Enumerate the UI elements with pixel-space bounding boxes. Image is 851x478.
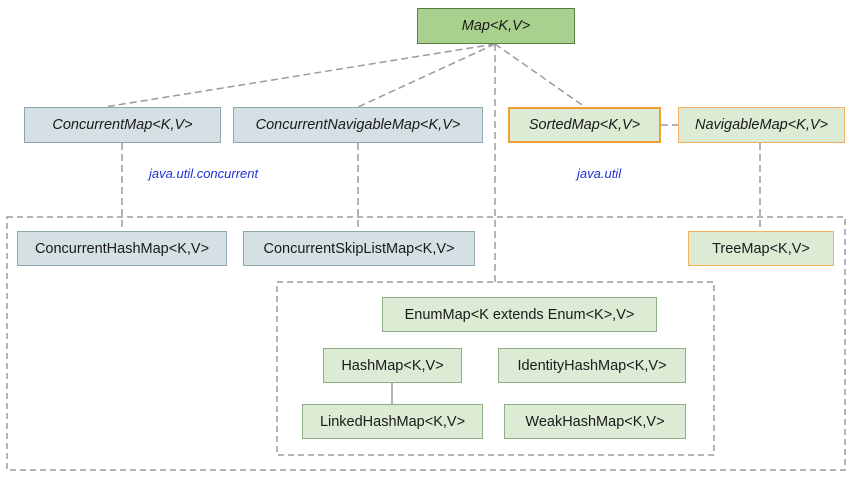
concurrentmap-label: ConcurrentMap<K,V>: [52, 117, 193, 133]
hashmap-class-box: HashMap<K,V>: [323, 348, 462, 383]
navigablemap-interface-box: NavigableMap<K,V>: [678, 107, 845, 143]
package-label-util: java.util: [577, 166, 622, 181]
sortedmap-label: SortedMap<K,V>: [528, 117, 641, 133]
concurrenthashmap-class-box: ConcurrentHashMap<K,V>: [17, 231, 227, 266]
enummap-label: EnumMap<K extends Enum<K>,V>: [404, 306, 635, 323]
identityhashmap-label: IdentityHashMap<K,V>: [517, 357, 667, 374]
edge-map-concurrentmap: [104, 43, 496, 108]
concurrentskiplistmap-label: ConcurrentSkipListMap<K,V>: [263, 240, 455, 257]
edge-map-sortedmap: [494, 43, 586, 108]
concurrentnavigablemap-label: ConcurrentNavigableMap<K,V>: [255, 117, 461, 133]
linkedhashmap-label: LinkedHashMap<K,V>: [319, 413, 466, 430]
concurrentskiplistmap-class-box: ConcurrentSkipListMap<K,V>: [243, 231, 475, 266]
concurrentmap-interface-box: ConcurrentMap<K,V>: [24, 107, 221, 143]
java-util-outer-frame: [6, 216, 846, 471]
map-interface-label: Map<K,V>: [461, 18, 531, 34]
treemap-class-box: TreeMap<K,V>: [688, 231, 834, 266]
weakhashmap-label: WeakHashMap<K,V>: [525, 413, 665, 430]
hashmap-label: HashMap<K,V>: [341, 357, 444, 374]
sortedmap-interface-box: SortedMap<K,V>: [508, 107, 661, 143]
edge-map-concurrentnavigablemap: [357, 43, 496, 108]
map-interface-box: Map<K,V>: [417, 8, 575, 44]
concurrentnavigablemap-interface-box: ConcurrentNavigableMap<K,V>: [233, 107, 483, 143]
java-util-inner-frame: [276, 281, 715, 456]
concurrenthashmap-label: ConcurrentHashMap<K,V>: [34, 240, 210, 257]
package-label-concurrent: java.util.concurrent: [149, 166, 259, 181]
treemap-label: TreeMap<K,V>: [712, 240, 810, 257]
navigablemap-label: NavigableMap<K,V>: [695, 117, 828, 133]
identityhashmap-class-box: IdentityHashMap<K,V>: [498, 348, 686, 383]
linkedhashmap-class-box: LinkedHashMap<K,V>: [302, 404, 483, 439]
weakhashmap-class-box: WeakHashMap<K,V>: [504, 404, 686, 439]
enummap-class-box: EnumMap<K extends Enum<K>,V>: [382, 297, 657, 332]
